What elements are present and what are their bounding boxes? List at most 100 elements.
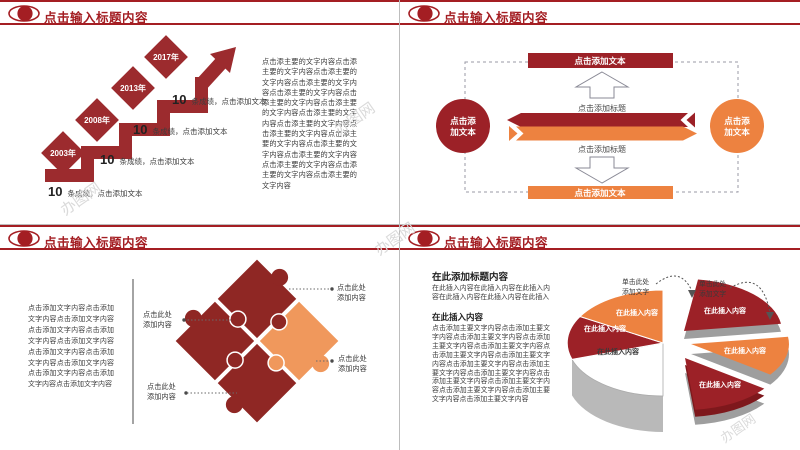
step-number: 10 <box>48 184 62 199</box>
pie-3d-chart: 在此插入内容 在此插入内容 在此插入内容 在此插入内容 在此插入内容 在此插入内… <box>566 275 789 432</box>
planet-icon <box>408 230 440 247</box>
slide-top-rule <box>400 0 800 2</box>
callout-line: 添加内容 <box>338 363 367 373</box>
arrowhead <box>766 312 774 320</box>
mid-label-bottom: 点击添加标题 <box>578 144 626 154</box>
title-underline <box>400 248 800 250</box>
slide-thumbnail-1[interactable]: 点击输入标题内容 2003年 2008年 <box>0 0 400 225</box>
top-bar-label: 点击添加文本 <box>574 56 626 66</box>
grid-separator-horizontal <box>0 224 800 225</box>
callout-line: 添加内容 <box>337 292 366 302</box>
pie-side-wall <box>572 359 663 432</box>
puzzle-pieces <box>175 259 339 423</box>
callout-dots <box>182 287 334 395</box>
year-label: 2008年 <box>84 115 110 125</box>
slice-label: 在此插入内容 <box>597 347 639 356</box>
slide-title: 点击输入标题内容 <box>44 236 149 250</box>
pie-callout-1: 单击此处添加文字 <box>622 278 649 297</box>
slice-label: 在此插入内容 <box>699 380 741 389</box>
body-paragraph: 点击添加文字内容点击添加文字内容点击添加文字内容点击添加文字内容点击添加文字内容… <box>28 305 114 389</box>
slide-top-rule <box>0 0 400 2</box>
bottom-text-bar <box>528 186 673 199</box>
slide-top-rule <box>400 225 800 227</box>
slide-thumbnail-3[interactable]: 点击输入标题内容 <box>0 225 400 450</box>
title-underline <box>0 248 400 250</box>
pie-slice-red-left <box>566 315 664 360</box>
callout-top-right: 点击此处添加内容 <box>337 283 366 302</box>
slide-title: 点击输入标题内容 <box>44 11 149 25</box>
callout-line: 点击此处 <box>147 382 176 391</box>
left-circle <box>436 99 490 153</box>
arrows-diagram: 点击添加文本 点击添加标题 点击添加标题 点击添加文本 点击添 加文本 点击添 … <box>436 53 764 199</box>
down-block-arrow <box>574 156 630 184</box>
section-paragraph-2: 点击添加主要文字内容点击添加主要文字内容点击添加主要文字内容点击添加主要文字内容… <box>432 325 550 404</box>
year-label: 2003年 <box>50 148 76 158</box>
callout-line: 点击此处 <box>338 354 367 363</box>
callout-bottom-right: 点击此处添加内容 <box>338 354 367 373</box>
slide-title: 点击输入标题内容 <box>444 236 549 250</box>
step-number: 10 <box>172 92 186 107</box>
step-text: 条成绩，点击添加文本 <box>67 188 142 198</box>
slide-title: 点击输入标题内容 <box>444 11 549 25</box>
year-label: 2017年 <box>153 52 179 62</box>
slice-label: 在此插入内容 <box>724 346 766 355</box>
bottom-bar-label: 点击添加文本 <box>574 188 626 198</box>
callout-line: 点击此处 <box>337 283 366 292</box>
pie-slice-white <box>571 342 664 397</box>
pie-slice-orange-top <box>579 289 664 344</box>
step-captions: 10 条成绩，点击添加文本 10 条成绩，点击添加文本 10 条成绩，点击添加文本 1… <box>48 92 267 199</box>
callout-line: 添加文字 <box>699 290 727 298</box>
callout-bottom-left: 点击此处添加内容 <box>147 382 176 401</box>
callout-leaders <box>184 288 330 394</box>
right-circle-label-2: 加文本 <box>723 127 750 137</box>
stairs-diagram: 2003年 2008年 2013年 2017年 10 条成绩，点击添加文本 10 条… <box>41 35 267 199</box>
slice-label: 在此插入内容 <box>704 306 746 315</box>
section-paragraph-1: 在此插入内容在此插入内容在此插入内容在此插入内容在此插入内容在此插入 <box>432 285 550 302</box>
up-block-arrow <box>574 71 630 99</box>
step-number: 10 <box>100 152 114 167</box>
puzzle-diagram <box>132 259 339 424</box>
year-label: 2013年 <box>120 83 146 93</box>
callout-line: 单击此处 <box>622 279 650 286</box>
title-underline <box>0 23 400 25</box>
right-ribbon-arrow <box>509 126 697 141</box>
callout-line: 添加内容 <box>143 319 172 329</box>
left-circle-label-2: 加文本 <box>449 127 476 137</box>
planet-icon <box>408 5 440 22</box>
pie-callout-2: 单击此处添加文字 <box>699 280 726 299</box>
body-paragraph: 点击添主要的文字内容点击添主要的文字内容点击添主要的文字内容点击添主要的文字内容… <box>262 57 357 190</box>
grid-separator-vertical <box>399 0 400 450</box>
right-circle <box>710 99 764 153</box>
callout-line: 单击此处 <box>699 281 727 288</box>
callout-arcs <box>655 275 771 314</box>
pie-slice-orange-r2 <box>691 336 789 375</box>
callout-line: 添加内容 <box>147 391 176 401</box>
section-heading-2: 在此插入内容 <box>432 312 484 322</box>
pie-slice-red-r3 <box>685 358 765 410</box>
step-text: 条成绩，点击添加文本 <box>119 156 194 166</box>
left-ribbon-arrow <box>507 112 695 128</box>
slide-thumbnail-4[interactable]: 点击输入标题内容 在此添加标题内容 在此插入内容在此插入内容在此插入内容在此插入… <box>400 225 800 450</box>
slice-label: 在此插入内容 <box>616 308 658 317</box>
step-text: 条成绩，点击添加文本 <box>191 96 266 106</box>
step-text: 条成绩，点击添加文本 <box>152 126 227 136</box>
callout-line: 添加文字 <box>622 288 650 296</box>
mid-label-top: 点击添加标题 <box>578 103 626 113</box>
title-underline <box>400 23 800 25</box>
left-circle-label-1: 点击添 <box>450 116 476 126</box>
top-text-bar <box>528 53 673 68</box>
planet-icon <box>8 230 40 247</box>
planet-icon <box>8 5 40 22</box>
section-heading-1: 在此添加标题内容 <box>432 272 509 283</box>
right-circle-label-1: 点击添 <box>724 116 750 126</box>
slide-top-rule <box>0 225 400 227</box>
callout-line: 点击此处 <box>143 310 172 319</box>
callout-left: 点击此处添加内容 <box>143 310 172 329</box>
slide-thumbnail-2[interactable]: 点击输入标题内容 点击添加文本 点击添加标题 点击添加标题 点击添加文本 点击添… <box>400 0 800 225</box>
step-number: 10 <box>133 122 147 137</box>
